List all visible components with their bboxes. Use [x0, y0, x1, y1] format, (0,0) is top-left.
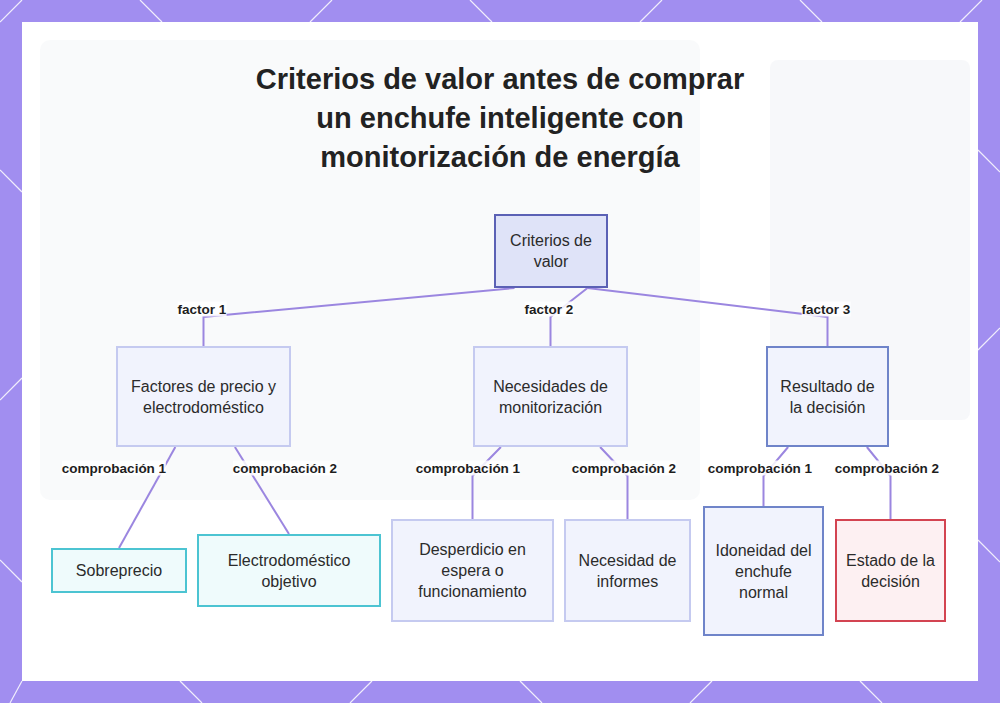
- edge-label: comprobación 1: [708, 461, 812, 476]
- lattice-line: [960, 0, 982, 22]
- edge-label: comprobación 2: [233, 461, 337, 476]
- edge-label: factor 2: [525, 302, 574, 317]
- connector-line: [473, 447, 501, 519]
- process-box: Electrodoméstico objetivo: [197, 534, 381, 607]
- lattice-line: [978, 540, 1000, 562]
- blurred-photo: [40, 40, 970, 500]
- box-text: Electrodoméstico objetivo: [205, 550, 373, 592]
- box-content: Factores de precio y electrodoméstico: [124, 376, 283, 418]
- lattice-line: [310, 0, 332, 22]
- lattice-line: [10, 681, 22, 703]
- edge-label: factor 3: [802, 302, 851, 317]
- connector-line: [600, 447, 627, 519]
- box-content: Resultado de la decisión: [774, 376, 881, 418]
- box-content: Estado de la decisión: [843, 550, 938, 592]
- box-text: Desperdicio en espera o funcionamiento: [399, 539, 546, 602]
- lattice-line: [0, 560, 22, 582]
- lattice-line: [350, 681, 372, 703]
- lattice-line: [0, 378, 22, 400]
- box-text: Resultado de la decisión: [774, 376, 881, 418]
- process-box: Estado de la decisión: [835, 519, 946, 622]
- process-box: Sobreprecio: [51, 548, 187, 593]
- box-text: Factores de precio y electrodoméstico: [124, 376, 283, 418]
- process-box: Idoneidad del enchufe normal: [703, 506, 824, 636]
- lattice-line: [800, 0, 822, 22]
- process-box: Necesidad de informes: [564, 519, 691, 622]
- box-text: Necesidad de informes: [572, 550, 683, 592]
- lattice-line: [0, 170, 22, 192]
- box-content: Idoneidad del enchufe normal: [711, 540, 816, 603]
- edge-label: factor 1: [178, 302, 227, 317]
- connector-line: [587, 288, 827, 346]
- content-panel: [22, 22, 978, 681]
- process-box: Desperdicio en espera o funcionamiento: [391, 519, 554, 622]
- edge-label: comprobación 1: [62, 461, 166, 476]
- box-content: Desperdicio en espera o funcionamiento: [399, 539, 546, 602]
- box-text: Necesidades de monitorización: [481, 376, 620, 418]
- connector-line: [764, 447, 789, 506]
- lattice-line: [140, 0, 162, 22]
- lattice-line: [978, 328, 1000, 350]
- lattice-line: [180, 681, 202, 703]
- process-box: Factores de precio y electrodoméstico: [116, 346, 291, 447]
- connector-line: [867, 447, 891, 519]
- box-content: Electrodoméstico objetivo: [205, 550, 373, 592]
- connector-line: [551, 288, 588, 346]
- edge-label: comprobación 2: [835, 461, 939, 476]
- lattice-line: [860, 681, 882, 703]
- box-content: Necesidad de informes: [572, 550, 683, 592]
- lattice-line: [690, 681, 712, 703]
- box-content: Necesidades de monitorización: [481, 376, 620, 418]
- process-box: Resultado de la decisión: [766, 346, 889, 447]
- process-box: Criterios de valor: [494, 214, 608, 288]
- lattice-line: [640, 0, 662, 22]
- process-box: Necesidades de monitorización: [473, 346, 628, 447]
- box-text: Criterios de valor: [502, 230, 600, 272]
- lattice-line: [520, 681, 542, 703]
- box-content: Sobreprecio: [76, 560, 162, 581]
- lattice-line: [0, 0, 22, 22]
- box-content: Criterios de valor: [502, 230, 600, 272]
- box-text: Sobreprecio: [76, 560, 162, 581]
- box-text: Estado de la decisión: [843, 550, 938, 592]
- edge-label: comprobación 1: [416, 461, 520, 476]
- box-text: Idoneidad del enchufe normal: [711, 540, 816, 603]
- lattice-line: [470, 0, 492, 22]
- lattice-line: [978, 150, 1000, 172]
- edge-label: comprobación 2: [572, 461, 676, 476]
- connector-line: [204, 288, 515, 346]
- diagram-title: Criterios de valor antes de comprar un e…: [235, 60, 765, 177]
